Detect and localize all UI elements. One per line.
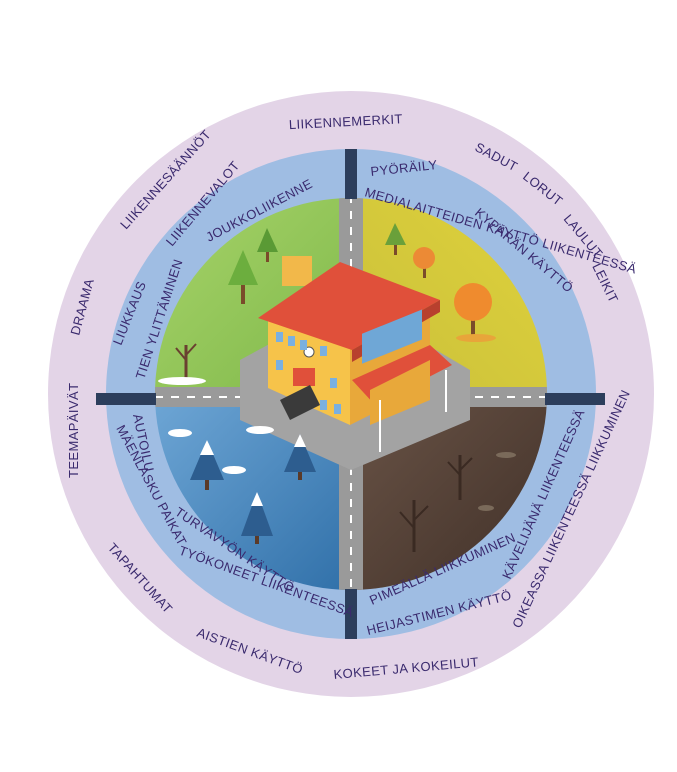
label-teemapaivat: TEEMAPÄIVÄT xyxy=(66,383,81,478)
tree-icon xyxy=(228,250,258,304)
snowy-tree-icon xyxy=(190,440,224,490)
divider-bottom xyxy=(345,589,357,639)
school-building-icon xyxy=(258,256,452,452)
divider-top xyxy=(345,149,357,199)
snowy-tree-icon xyxy=(241,492,273,544)
snowy-tree-icon xyxy=(284,434,316,480)
label-pyoraily: PYÖRÄILY xyxy=(370,157,438,179)
bare-tree-icon xyxy=(399,500,429,552)
divider-left xyxy=(96,393,156,405)
tree-icon xyxy=(385,223,406,255)
label-liikennemerkit: LIIKENNEMERKIT xyxy=(289,111,404,132)
divider-right xyxy=(545,393,605,405)
bare-tree-icon xyxy=(158,343,206,385)
bare-tree-icon xyxy=(447,455,473,500)
tree-icon xyxy=(257,228,278,262)
autumn-tree-icon xyxy=(454,283,496,342)
autumn-tree-icon xyxy=(413,247,435,278)
